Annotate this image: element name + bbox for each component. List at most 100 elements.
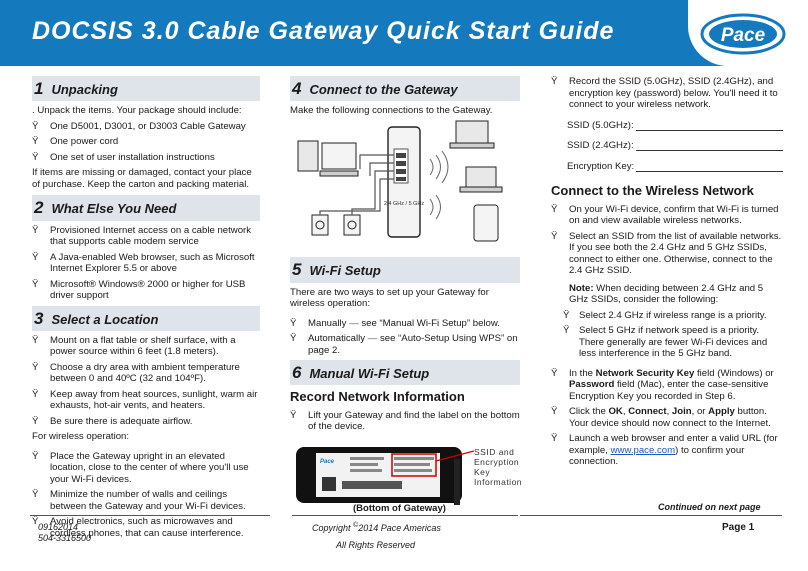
doc-part-number: 504-3316500 [38,533,92,543]
label-caption: (Bottom of Gateway) [353,503,446,514]
device-bottom-image: Pace [296,446,475,505]
continued-note: Continued on next page [658,502,761,512]
section-number: 6 [292,363,302,382]
bullet-icon: Ÿ [551,406,558,418]
footer-rule [292,515,518,516]
bullet-icon: Ÿ [32,251,39,263]
section-header-location: 3 Select a Location [32,305,260,331]
section-title: Select a Location [51,311,159,327]
encryption-key-field[interactable]: Encryption Key: [567,161,783,173]
bullet-icon: Ÿ [290,317,297,329]
doc-date: 09162014 [38,522,79,532]
bullet-icon: Ÿ [32,415,39,427]
section-header-manual-wifi: 6 Manual Wi-Fi Setup [290,360,520,386]
desktop-computer-icon [297,140,359,177]
bullet-icon: Ÿ [551,230,558,242]
column-middle: 4 Connect to the Gateway Make the follow… [290,76,522,511]
missing-items-note: If items are missing or damaged, contact… [32,167,252,190]
section-header-unpacking: 1 Unpacking [32,76,260,102]
ssid-5ghz-field[interactable]: SSID (5.0GHz): [567,120,783,132]
section-header-wifi-setup: 5 Wi-Fi Setup [290,257,520,283]
section-number: 4 [292,79,302,98]
bullet-icon: Ÿ [290,333,297,344]
section-title: What Else You Need [51,201,177,217]
ssid-2ghz-field[interactable]: SSID (2.4GHz): [567,140,783,152]
bullet-icon: Ÿ [32,334,39,346]
pace-website-link[interactable]: www.pace.com [610,444,676,456]
bullet-icon: Ÿ [32,489,39,501]
bullet-icon: Ÿ [551,203,558,215]
header-banner: DOCSIS 3.0 Cable Gateway Quick Start Gui… [0,0,808,66]
bullet-icon: Ÿ [563,325,570,337]
bullet-icon: Ÿ [551,433,558,445]
laptop-icon [459,166,503,193]
column-left: 1 Unpacking . Unpack the items. Your pac… [32,76,260,543]
svg-text:Pace: Pace [320,459,335,465]
svg-text:Pace: Pace [721,25,766,46]
wifi-waves-icon [429,150,449,220]
phone-jack-icon [311,214,361,236]
section-title: Unpacking [51,82,118,97]
wifi-setup-intro: There are two ways to set up your Gatewa… [290,286,489,310]
section-number: 3 [34,308,44,328]
laptop-icon [449,120,495,149]
footer-rule [30,515,270,516]
tablet-icon [473,204,499,242]
section-number: 5 [292,260,302,280]
page-title: DOCSIS 3.0 Cable Gateway Quick Start Gui… [32,17,615,45]
section-number: 2 [34,198,44,218]
wireless-intro: For wireless operation: [32,431,130,443]
bullet-icon: Ÿ [32,516,39,528]
section-number: 1 [34,79,44,98]
note-paragraph: Note: When deciding between 2.4 GHz and … [569,282,764,306]
copyright: Copyright ©2014 Pace Americas [312,522,441,533]
bullet-icon: Ÿ [32,224,39,236]
gateway-label-figure: Pace SSID and Encryption Key Information [290,439,540,511]
bullet-icon: Ÿ [551,367,558,379]
bullet-icon: Ÿ [32,388,39,400]
connect-wireless-heading: Connect to the Wireless Network [551,183,754,199]
bullet-icon: Ÿ [32,120,39,132]
svg-text:2.4 GHz / 5 GHz: 2.4 GHz / 5 GHz [384,201,425,207]
footer-rule [520,515,782,516]
page-number: Page 1 [722,522,755,533]
ssid-callout: SSID and Encryption Key Information [474,446,523,487]
gateway-icon: 2.4 GHz / 5 GHz [384,126,425,238]
bullet-icon: Ÿ [32,278,39,290]
bullet-icon: Ÿ [32,450,39,462]
record-network-heading: Record Network Information [290,389,465,405]
bullet-icon: Ÿ [563,309,570,321]
bullet-icon: Ÿ [32,151,39,163]
bullet-icon: Ÿ [290,409,297,421]
section-title: Manual Wi-Fi Setup [309,366,430,381]
unpack-intro: . Unpack the items. Your package should … [32,105,242,117]
